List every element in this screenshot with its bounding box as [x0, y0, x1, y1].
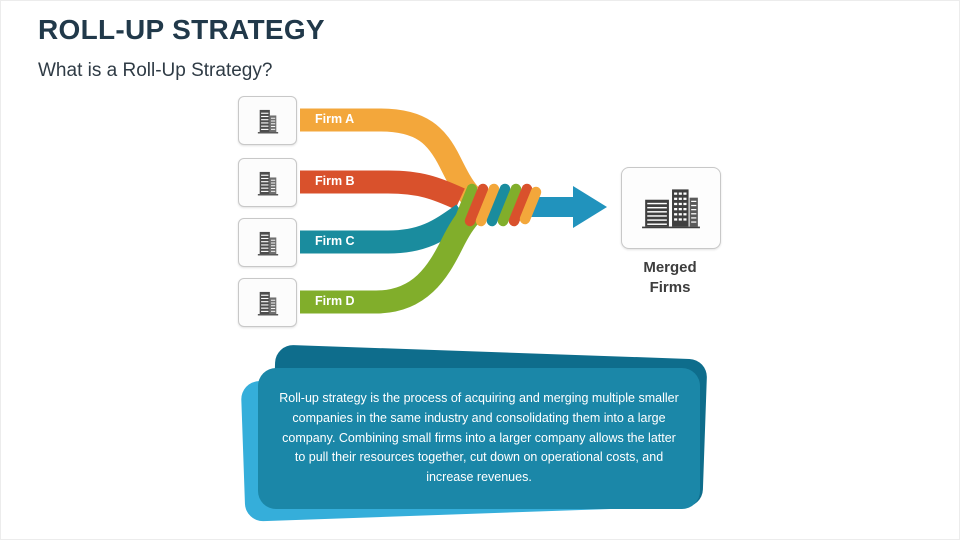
description-text: Roll-up strategy is the process of acqui…: [279, 391, 679, 485]
firm-c-icon-box: [238, 218, 297, 267]
merged-firms-icon-box: [621, 167, 721, 249]
firm-d-label: Firm D: [315, 294, 355, 308]
buildings-icon: [642, 189, 700, 229]
description-card: Roll-up strategy is the process of acqui…: [258, 368, 700, 509]
merged-firms-label: Merged Firms: [643, 259, 697, 296]
page-title: ROLL-UP STRATEGY: [38, 14, 325, 45]
ribbon-firm-a: [300, 108, 479, 203]
building-icon: [257, 231, 278, 255]
firm-c-label: Firm C: [315, 234, 355, 248]
page-subtitle: What is a Roll-Up Strategy?: [38, 60, 273, 81]
building-icon: [257, 171, 278, 195]
building-icon: [257, 291, 278, 315]
twist-braid: [453, 183, 542, 227]
ribbon-firm-d: [300, 204, 482, 314]
building-icon: [257, 109, 278, 133]
merge-arrow: [519, 186, 607, 228]
firm-b-icon-box: [238, 158, 297, 207]
firm-a-label: Firm A: [315, 112, 355, 126]
firm-a-icon-box: [238, 96, 297, 145]
firm-b-label: Firm B: [315, 174, 355, 188]
ribbon-firm-b: [300, 170, 465, 210]
firm-d-icon-box: [238, 278, 297, 327]
